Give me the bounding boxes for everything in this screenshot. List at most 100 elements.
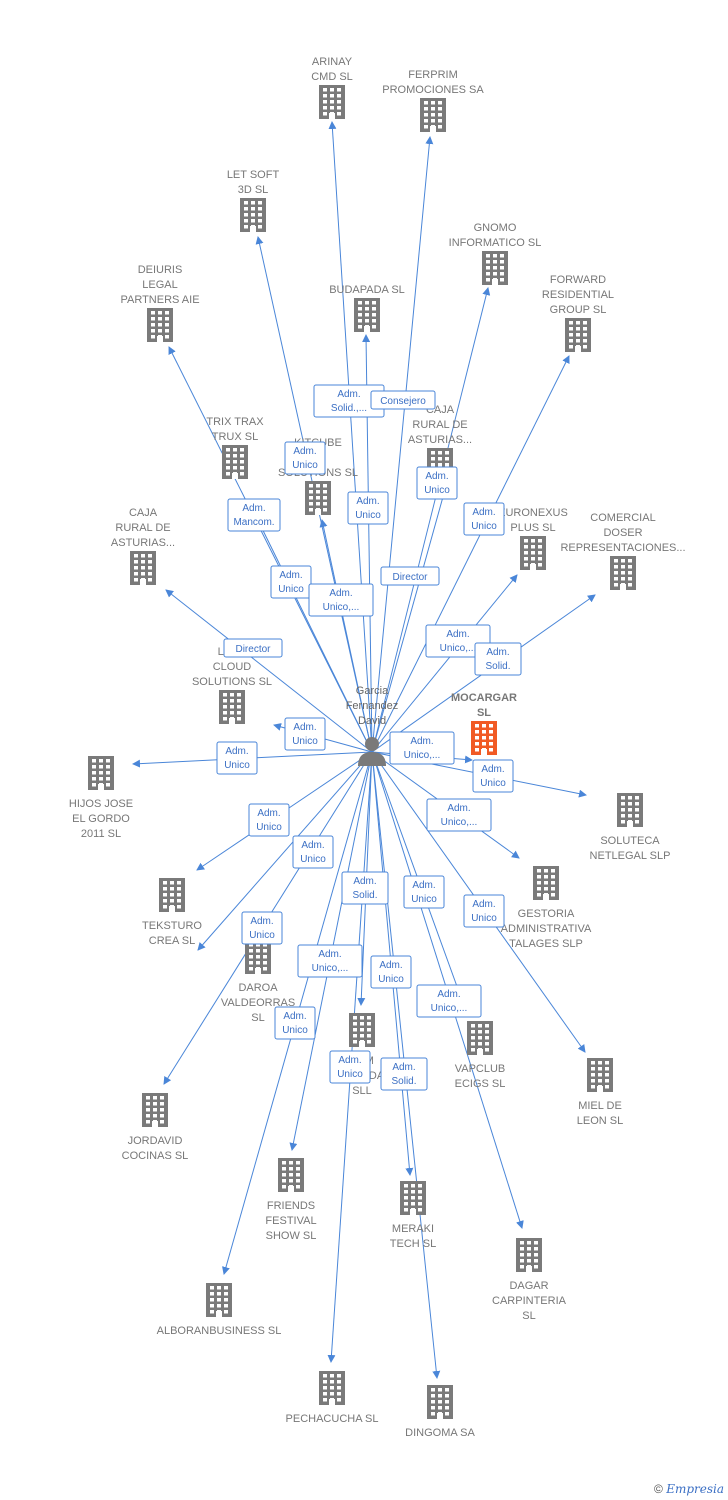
company-name-line: VALDEORRAS <box>221 997 295 1009</box>
role-tag-deiuris[interactable]: Adm.Mancom. <box>227 498 281 532</box>
role-text: Unico <box>411 894 437 905</box>
role-tag-trixtrax[interactable]: Adm.Unico <box>270 565 312 599</box>
role-tag-gnomo[interactable]: Adm.Unico <box>416 466 458 500</box>
role-tag-xam[interactable]: Adm. Solid. <box>341 871 389 905</box>
building-icon <box>467 1021 493 1055</box>
edge-gnomo <box>371 287 491 753</box>
role-tag-forward[interactable]: Adm.Unico <box>463 502 505 536</box>
person-icon <box>358 737 386 766</box>
role-tag-daroa[interactable]: Adm. Unico <box>241 911 283 945</box>
company-name-line: DAGAR <box>509 1280 548 1292</box>
company-node-pechacucha[interactable]: PECHACUCHA SL <box>286 1371 379 1425</box>
edge-kitcube <box>319 519 373 753</box>
company-name-line: ARINAY <box>312 56 353 68</box>
role-tag-arinay[interactable]: Adm.Solid.,... <box>313 384 385 418</box>
role-tag-caja2[interactable]: Director <box>223 638 283 658</box>
company-name-line: FORWARD <box>550 274 606 286</box>
role-tag-ferprim[interactable]: Consejero <box>370 390 436 410</box>
company-name-line: INFORMATICO SL <box>449 237 542 249</box>
company-name-line: EL GORDO <box>72 813 130 825</box>
building-icon <box>587 1058 613 1092</box>
role-tag-pechacucha[interactable]: Adm.Unico <box>329 1050 371 1084</box>
role-tag-dagar[interactable]: Adm.Unico,... <box>416 984 482 1018</box>
role-text: Adm. <box>293 722 316 733</box>
company-name-line: RESIDENTIAL <box>542 289 614 301</box>
role-tag-comercial[interactable]: Adm.Solid. <box>474 642 522 676</box>
role-tag-meraki[interactable]: Adm.Unico <box>370 955 412 989</box>
building-icon <box>533 866 559 900</box>
role-tag-mocargar[interactable]: Adm.Unico,... <box>389 731 455 765</box>
company-name-line: SLL <box>352 1085 372 1097</box>
role-tag-teksturo[interactable]: Adm.Unico <box>248 803 290 837</box>
company-node-dingoma[interactable]: DINGOMA SA <box>405 1385 475 1439</box>
role-tag-miel[interactable]: Adm.Unico <box>463 894 505 928</box>
role-text: Adm. <box>379 960 402 971</box>
company-name-line: DAROA <box>238 982 278 994</box>
role-tag-dingoma[interactable]: Adm.Solid. <box>380 1057 428 1091</box>
role-text: Adm. <box>338 1055 361 1066</box>
role-text: Adm. <box>412 880 435 891</box>
role-text: Unico <box>278 584 304 595</box>
person-name-line: David <box>358 715 386 727</box>
role-text: Adm. <box>301 840 324 851</box>
role-tag-letsoft[interactable]: Adm.Unico <box>284 441 326 475</box>
brand-logo[interactable]: Empresia <box>666 1482 724 1496</box>
role-text: Unico <box>224 760 250 771</box>
role-tag-kitcube[interactable]: Adm.Unico,... <box>308 583 374 617</box>
company-name-line: MOCARGAR <box>451 692 517 704</box>
role-tag-soluteca[interactable]: Adm.Unico <box>472 759 514 793</box>
edge-ferprim <box>371 136 434 753</box>
role-text: Adm. <box>392 1062 415 1073</box>
role-tag-hijos[interactable]: Adm. Unico <box>216 741 258 775</box>
role-text: Solid. <box>352 890 377 901</box>
edge-caja1 <box>371 485 448 753</box>
role-text: Adm. <box>225 746 248 757</box>
company-node-alboran[interactable]: ALBORANBUSINESS SL <box>157 1283 282 1337</box>
role-tag-euronexus[interactable]: Adm.Unico,... <box>425 624 491 658</box>
company-node-budapada[interactable]: BUDAPADA SL <box>329 284 405 332</box>
role-text: Unico <box>249 930 275 941</box>
company-node-lost[interactable]: LOSTCLOUDSOLUTIONS SL <box>192 646 272 724</box>
role-text: Unico,... <box>441 817 478 828</box>
company-name-line: CARPINTERIA <box>492 1295 567 1307</box>
role-tag-budapada[interactable]: Adm.Unico <box>347 491 389 525</box>
copyright-symbol: © <box>654 1482 663 1496</box>
role-text: Adm. <box>353 876 376 887</box>
role-tag-vapclub[interactable]: Adm. Unico <box>403 875 445 909</box>
company-node-comercial[interactable]: COMERCIALDOSERREPRESENTACIONES... <box>560 512 686 590</box>
role-text: Adm. <box>250 916 273 927</box>
company-name-line: SHOW SL <box>266 1230 317 1242</box>
role-tag-lost[interactable]: Adm.Unico <box>284 717 326 751</box>
role-text: Solid.,... <box>331 403 367 414</box>
role-tag-jordavid[interactable]: Adm.Unico <box>292 835 334 869</box>
role-tag-alboran[interactable]: Adm.Unico <box>274 1006 316 1040</box>
role-tag-caja1[interactable]: Director <box>380 566 440 586</box>
role-text: Adm. <box>410 736 433 747</box>
company-name-line: JORDAVID <box>128 1135 183 1147</box>
role-tag-gestoria[interactable]: Adm.Unico,... <box>426 798 492 832</box>
role-tag-friends[interactable]: Adm.Unico,... <box>297 944 363 978</box>
company-name-line: TRIX TRAX <box>206 416 264 428</box>
